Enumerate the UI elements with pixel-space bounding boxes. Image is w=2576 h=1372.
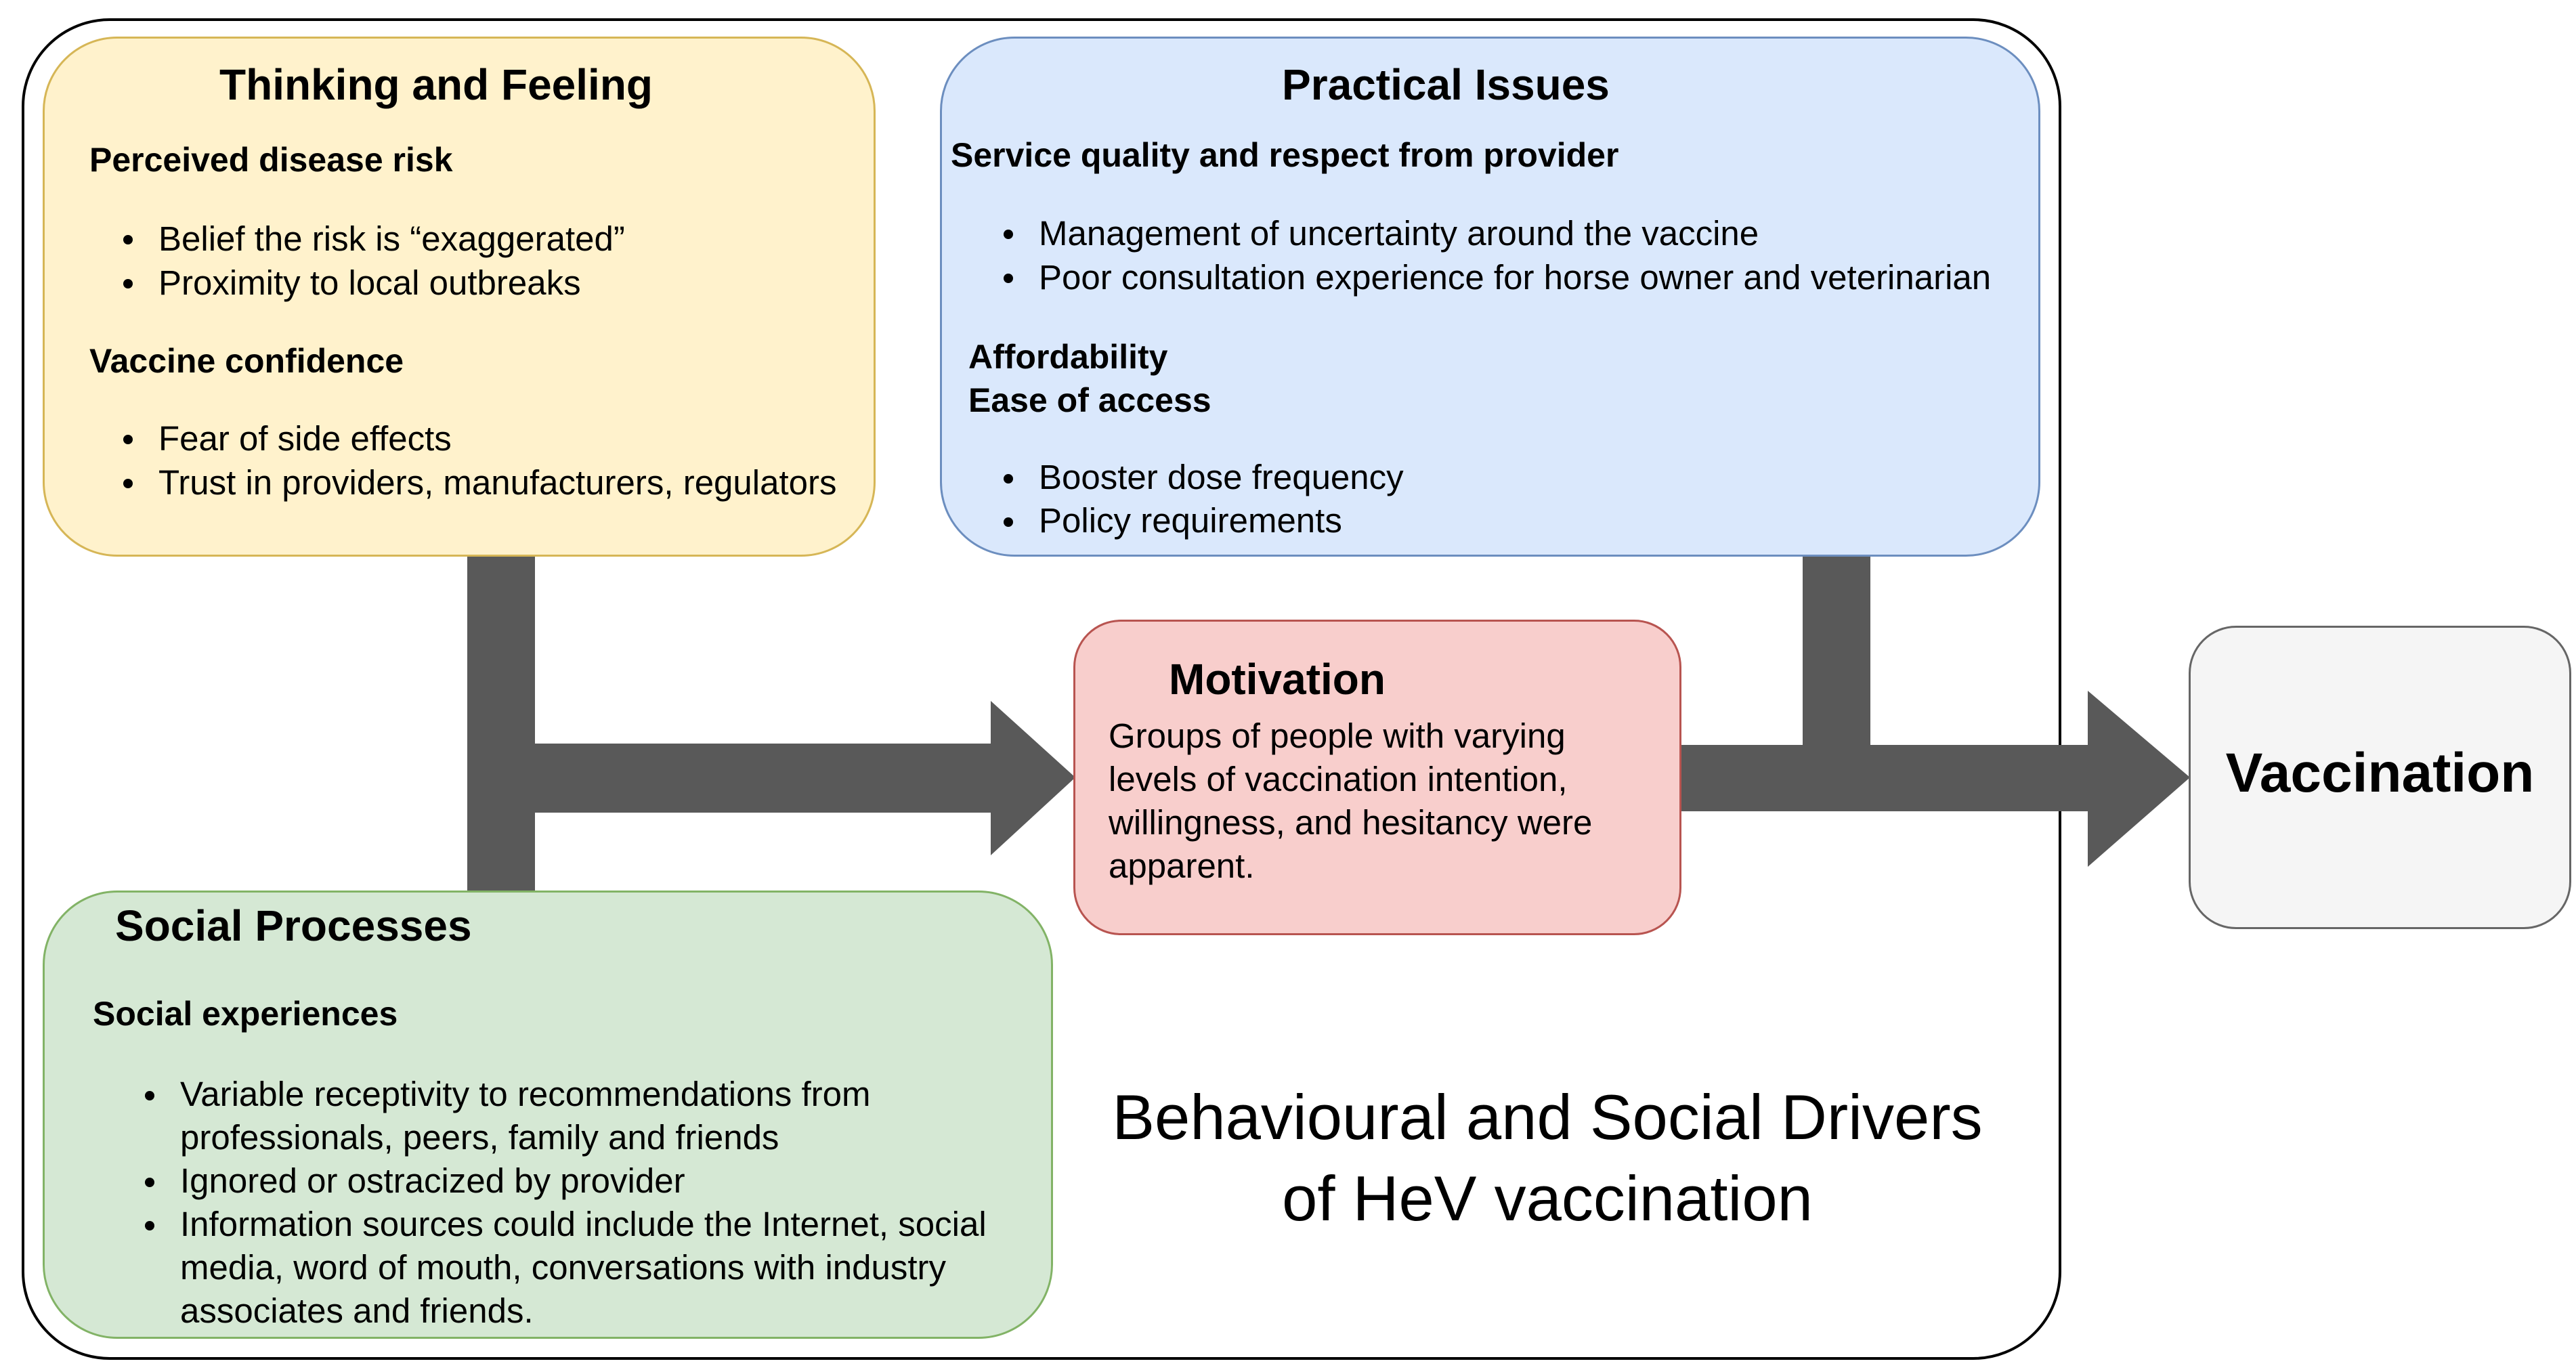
list-item: Variable receptivity to recommendations …	[145, 1073, 987, 1159]
practical-issues-box	[940, 37, 2040, 557]
list-item: Ignored or ostracized by provider	[145, 1159, 987, 1203]
social-processes-title: Social Processes	[115, 901, 472, 950]
list-item: Fear of side effects	[123, 416, 837, 460]
arrow-to-motivation	[474, 701, 1075, 855]
vaccination-label: Vaccination	[2225, 742, 2535, 804]
ease-of-access-heading: Ease of access	[968, 381, 1211, 419]
arrow-to-vaccination	[1679, 691, 2190, 867]
ease-of-access-list: Booster dose frequency Policy requiremen…	[1004, 456, 1404, 542]
list-item: Booster dose frequency	[1004, 456, 1404, 499]
motivation-box	[1073, 620, 1681, 935]
vaccine-confidence-heading: Vaccine confidence	[89, 342, 404, 380]
social-experiences-heading: Social experiences	[93, 995, 398, 1033]
thinking-feeling-title: Thinking and Feeling	[219, 60, 653, 109]
list-item: Trust in providers, manufacturers, regul…	[123, 460, 837, 505]
list-item: Information sources could include the In…	[145, 1203, 987, 1333]
service-quality-list: Management of uncertainty around the vac…	[1003, 211, 1991, 299]
affordability-heading: Affordability	[968, 338, 1168, 376]
list-item: Proximity to local outbreaks	[123, 261, 625, 305]
thinking-feeling-box	[43, 37, 876, 557]
social-processes-box	[43, 891, 1053, 1339]
affordability-access-heading: Affordability Ease of access	[968, 335, 1211, 422]
diagram-title-line: of HeV vaccination	[1282, 1163, 1813, 1234]
perceived-risk-list: Belief the risk is “exaggerated” Proximi…	[123, 217, 625, 305]
social-experiences-list: Variable receptivity to recommendations …	[145, 1073, 987, 1333]
practical-issues-title: Practical Issues	[1282, 60, 1610, 109]
list-item: Belief the risk is “exaggerated”	[123, 217, 625, 261]
motivation-title: Motivation	[1169, 655, 1386, 704]
connector-right-vertical	[1803, 555, 1870, 748]
diagram-title: Behavioural and Social Drivers of HeV va…	[1056, 1077, 2038, 1239]
motivation-text: Groups of people with varying levels of …	[1109, 714, 1592, 888]
motivation-line: Groups of people with varying	[1109, 716, 1566, 755]
perceived-risk-heading: Perceived disease risk	[89, 141, 453, 179]
list-item: Poor consultation experience for horse o…	[1003, 255, 1991, 299]
list-item: Management of uncertainty around the vac…	[1003, 211, 1991, 255]
motivation-line: apparent.	[1109, 846, 1255, 885]
diagram-title-line: Behavioural and Social Drivers	[1112, 1081, 1983, 1153]
motivation-line: willingness, and hesitancy were	[1109, 803, 1593, 842]
list-item: Policy requirements	[1004, 499, 1404, 542]
vaccination-box	[2189, 626, 2571, 929]
vaccine-confidence-list: Fear of side effects Trust in providers,…	[123, 416, 837, 505]
diagram-frame	[22, 18, 2061, 1360]
motivation-line: levels of vaccination intention,	[1109, 760, 1568, 798]
service-quality-heading: Service quality and respect from provide…	[951, 136, 1619, 174]
connector-left-vertical	[467, 555, 535, 894]
